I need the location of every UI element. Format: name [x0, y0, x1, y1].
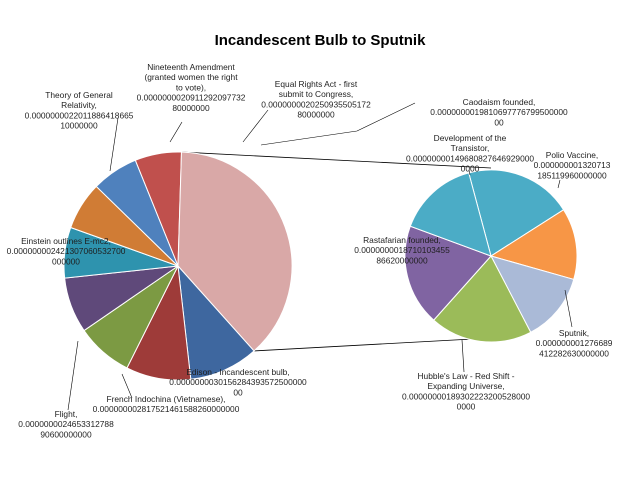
- data-label: Nineteenth Amendment(granted women the r…: [137, 62, 246, 113]
- leader-lines: [67, 102, 573, 411]
- leader-line: [242, 109, 269, 143]
- chart-title: Incandescent Bulb to Sputnik: [215, 32, 427, 49]
- data-label: Hubble's Law - Red Shift -Expanding Univ…: [402, 371, 530, 412]
- main-pie-slice: [177, 151, 293, 352]
- secondary-pie-slice: [490, 255, 575, 333]
- secondary-pie-slice: [409, 172, 492, 257]
- main-pie: [63, 151, 293, 381]
- leader-line: [121, 373, 133, 399]
- leader-line: [468, 169, 471, 176]
- connector-line: [181, 151, 492, 169]
- secondary-pie-slice: [468, 169, 565, 257]
- connector-lines: [181, 151, 492, 352]
- data-label: French Indochina (Vietnamese),0.00000000…: [93, 394, 240, 414]
- main-pie-slice: [95, 159, 179, 267]
- data-label: Caodaism founded,0.000000001981069777679…: [430, 97, 568, 127]
- leader-line: [557, 179, 561, 189]
- leader-line: [169, 121, 183, 143]
- secondary-pie-slice: [404, 225, 492, 321]
- leader-line: [109, 117, 119, 172]
- leader-line: [260, 102, 416, 146]
- secondary-pie-slice: [432, 255, 532, 343]
- data-label: Einstein outlines E-mc2,0.00000000242130…: [7, 236, 126, 266]
- data-label: Edison - Incandescent bulb,0.00000000301…: [169, 367, 307, 397]
- connector-line: [253, 337, 492, 352]
- data-label: Rastafarian founded,0.000000001871010345…: [354, 235, 450, 265]
- leader-line: [564, 289, 573, 328]
- leader-line: [461, 339, 465, 373]
- secondary-pie: [404, 169, 578, 343]
- leader-line: [67, 340, 79, 411]
